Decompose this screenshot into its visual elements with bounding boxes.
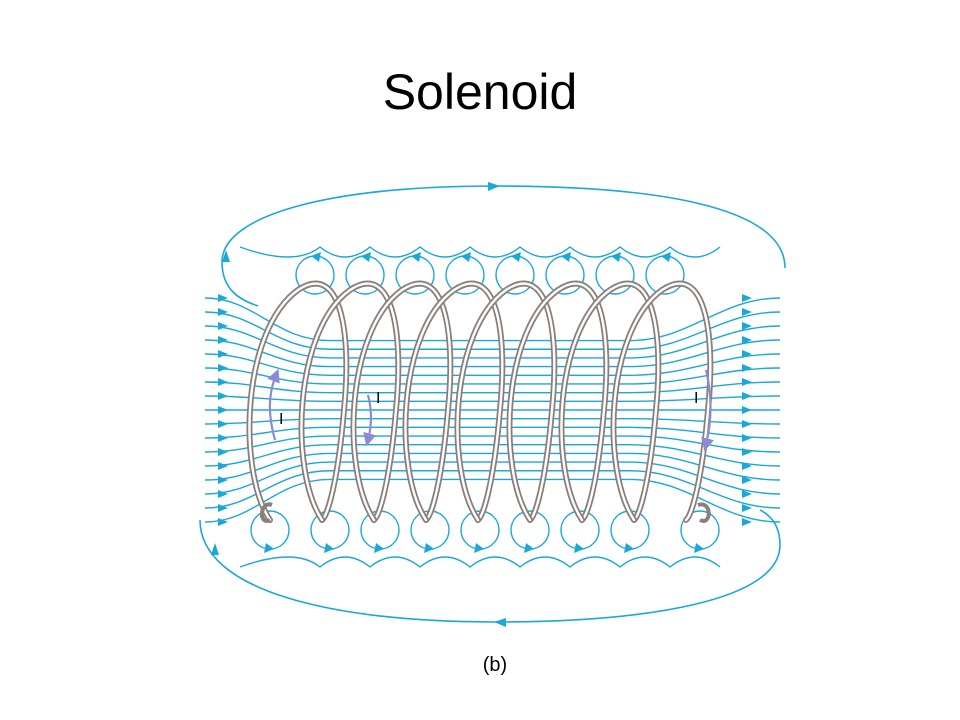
arrowhead-icon [218, 420, 228, 428]
arrowhead-icon [361, 252, 371, 262]
field-line [204, 470, 781, 509]
coil-turn [612, 282, 712, 522]
arrowhead-icon [742, 490, 752, 498]
arrowhead-icon [218, 308, 228, 316]
arrowhead-icon [218, 364, 228, 372]
arrowhead-icon [218, 434, 228, 442]
arrowhead-icon [742, 336, 752, 344]
arrowhead-icon [742, 364, 752, 372]
arrowhead-icon [574, 543, 584, 553]
arrowhead-icon [218, 504, 228, 512]
field-line [204, 367, 781, 385]
field-line [204, 381, 781, 394]
arrowhead-icon [218, 378, 228, 386]
curved-arrow-icon [363, 394, 377, 447]
arrowhead-icon [461, 252, 471, 262]
current-label-left: I [279, 411, 283, 428]
arrowhead-icon [742, 476, 752, 484]
arrowhead-icon [424, 543, 434, 553]
arrowhead-icon [218, 406, 228, 414]
field-line [204, 325, 781, 359]
coil-end-left [260, 502, 273, 523]
arrowhead-icon [742, 350, 752, 358]
wavy-field-line-bottom [239, 556, 721, 568]
arrowhead-icon [218, 448, 228, 456]
coil-turn [456, 282, 556, 522]
curved-arrow-icon [701, 369, 714, 452]
arrowhead-icon [742, 308, 752, 316]
arrowhead-icon [611, 252, 621, 262]
field-line [204, 353, 781, 376]
field-loops-around-wires [239, 246, 721, 568]
coil-turn [248, 282, 348, 522]
current-label-right: I [694, 390, 698, 407]
arrowhead-icon [218, 518, 228, 526]
coil-turn [352, 282, 452, 522]
coil-end-right [697, 502, 711, 523]
arrowhead-icon [742, 504, 752, 512]
field-line [204, 478, 781, 523]
arrowhead-icon [218, 294, 228, 302]
coil-turn [560, 282, 660, 522]
arrowhead-icon [218, 490, 228, 498]
figure-caption: (b) [483, 654, 507, 676]
coil-turn [508, 282, 608, 522]
arrowhead-icon [218, 336, 228, 344]
arrowhead-icon [222, 250, 230, 262]
arrowhead-icon [742, 392, 752, 400]
arrowhead-icon [211, 543, 219, 555]
coil-turn [300, 282, 400, 522]
arrowhead-icon [494, 618, 506, 627]
arrowhead-icon [742, 406, 752, 414]
field-line [204, 395, 781, 403]
arrowhead-icon [742, 434, 752, 442]
arrowhead-icon [511, 252, 521, 262]
wire-field-loop [360, 510, 400, 550]
arrowhead-icon [694, 543, 704, 553]
arrowhead-icon [624, 543, 634, 553]
arrowhead-icon [742, 448, 752, 456]
wavy-field-line-top [239, 246, 721, 258]
arrowhead-icon [264, 543, 274, 553]
arrowhead-icon [742, 294, 752, 302]
field-line [204, 339, 781, 368]
arrowhead-icon [324, 543, 334, 553]
arrowhead-icon [742, 462, 752, 470]
current-direction-arrows [267, 368, 714, 452]
arrowhead-icon [561, 252, 571, 262]
arrowhead-icon [374, 543, 384, 553]
arrowhead-icon [661, 252, 671, 262]
outer-return-loop-bottom [199, 509, 781, 623]
arrowhead-icon [742, 420, 752, 428]
arrowhead-icon [488, 182, 500, 191]
arrowhead-icon [218, 392, 228, 400]
field-line [204, 452, 781, 481]
coil-turn [404, 282, 504, 522]
arrowhead-icon [411, 252, 421, 262]
solenoid-coil [246, 280, 714, 523]
arrowhead-icon [218, 476, 228, 484]
arrowhead-icon [742, 518, 752, 526]
arrowhead-icon [218, 350, 228, 358]
arrowhead-icon [524, 543, 534, 553]
current-label-middle: I [376, 390, 380, 407]
arrowhead-icon [311, 252, 321, 262]
field-line [204, 417, 781, 425]
field-line [204, 444, 781, 467]
outer-return-loop-top [221, 185, 786, 307]
field-line [204, 461, 781, 495]
arrowhead-icon [218, 322, 228, 330]
field-line [204, 311, 781, 350]
arrowhead-icon [742, 378, 752, 386]
arrowhead-icon [742, 322, 752, 330]
curved-arrow-icon [267, 368, 280, 441]
arrowhead-icon [218, 462, 228, 470]
slide-title: Solenoid [382, 64, 578, 120]
arrowhead-icon [474, 543, 484, 553]
